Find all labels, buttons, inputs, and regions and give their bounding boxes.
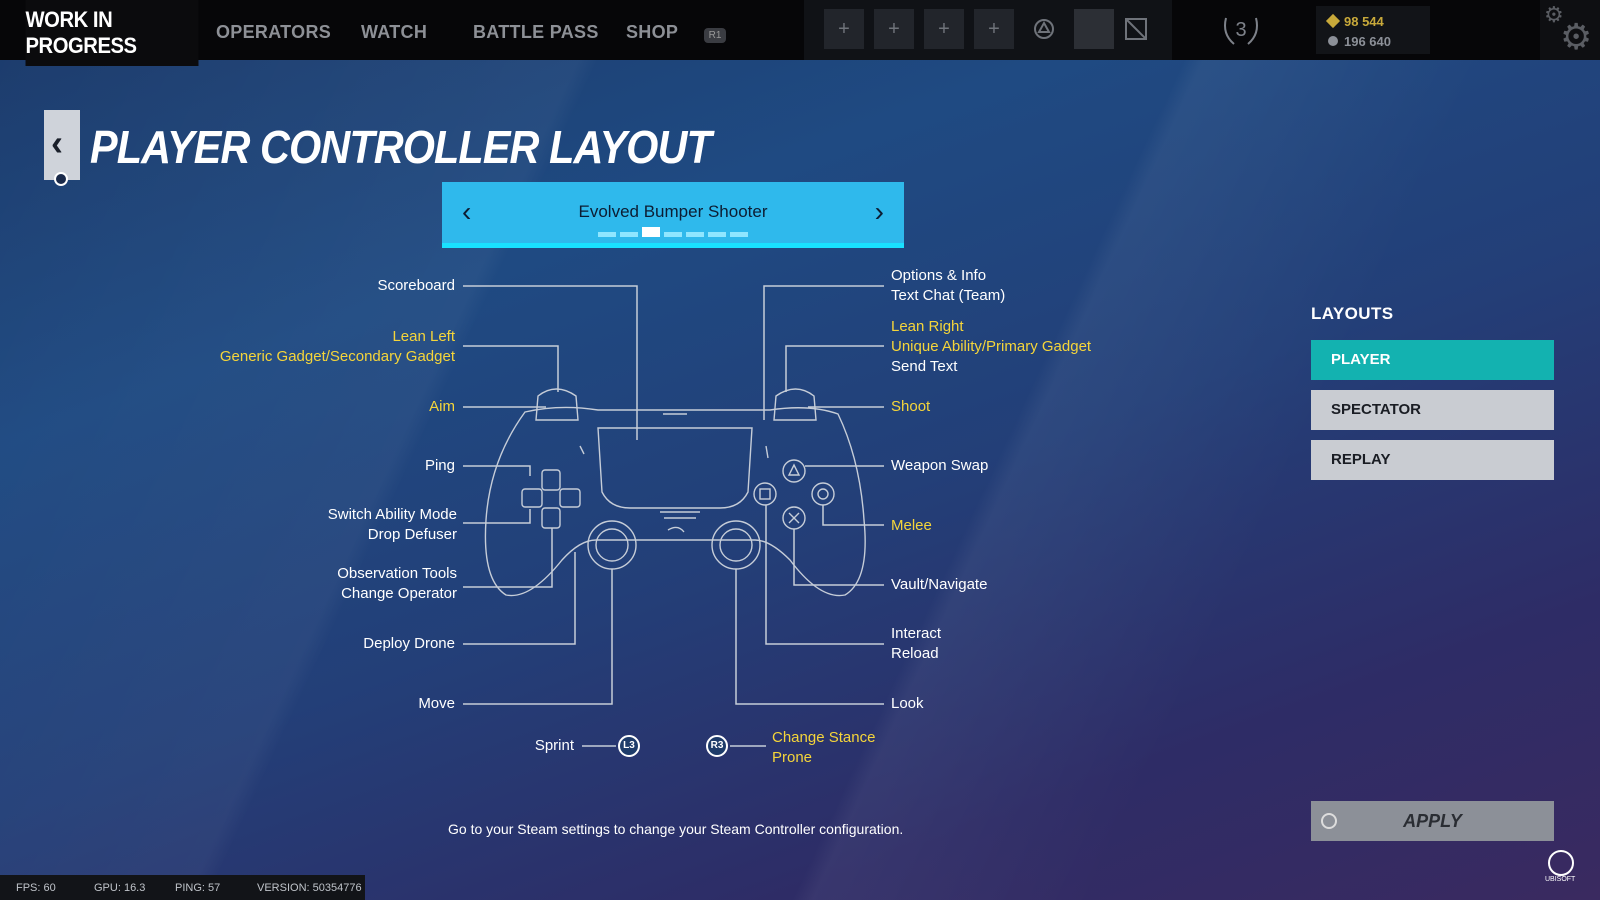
label-lean-left: Lean Left Generic Gadget/Secondary Gadge…	[219, 328, 455, 365]
add-squad-slot[interactable]: +	[824, 9, 864, 49]
label-options-info: Options & Info Text Chat (Team)	[891, 267, 1006, 304]
nav-shop[interactable]: SHOP	[626, 22, 679, 42]
preset-dot	[664, 232, 682, 237]
r3-button-icon: R3	[706, 735, 728, 757]
square-button-icon	[1321, 813, 1337, 829]
apply-button[interactable]: APPLY	[1311, 801, 1554, 841]
layout-replay-button[interactable]: REPLAY	[1311, 440, 1554, 480]
add-squad-slot[interactable]: +	[874, 9, 914, 49]
l3-button-icon: L3	[618, 735, 640, 757]
mute-icon[interactable]	[1116, 9, 1156, 49]
currency-panel: 98 544 196 640	[1316, 6, 1430, 54]
r1-button-icon: R1	[704, 28, 726, 43]
circle-button-icon	[54, 172, 68, 186]
label-change-stance: Change Stance Prone	[772, 729, 876, 766]
top-bar: WORK IN PROGRESS OPERATORS WATCH BATTLE …	[0, 0, 1600, 66]
page-title: PLAYER CONTROLLER LAYOUT	[90, 121, 712, 173]
rank-level: 3	[1235, 19, 1247, 41]
label-lean-right: Lean Right Unique Ability/Primary Gadget…	[891, 318, 1092, 375]
gpu-readout: GPU: 16.3	[94, 882, 146, 894]
steam-hint-text: Go to your Steam settings to change your…	[448, 821, 904, 837]
label-aim: Aim	[429, 398, 455, 415]
apply-label: APPLY	[1403, 811, 1462, 831]
label-scoreboard: Scoreboard	[377, 277, 455, 294]
renown-amount: 98 544	[1325, 13, 1384, 29]
label-deploy-drone: Deploy Drone	[363, 635, 455, 652]
gear-icon: ⚙	[1560, 16, 1593, 57]
rank-badge[interactable]: 3	[1218, 10, 1264, 50]
gamepad-outline-icon	[484, 388, 866, 597]
label-look: Look	[891, 695, 924, 712]
squad-slots: + + + +	[804, 0, 1172, 60]
triangle-button-icon	[1024, 9, 1064, 49]
preset-dot	[730, 232, 748, 237]
preset-selector[interactable]: ‹ Evolved Bumper Shooter ›	[442, 182, 904, 248]
credits-amount: 196 640	[1328, 34, 1391, 49]
layout-player-button[interactable]: PLAYER	[1311, 340, 1554, 380]
preset-dot	[620, 232, 638, 237]
ubisoft-logo-text: UBISOFT	[1545, 876, 1576, 883]
nav-operators[interactable]: OPERATORS	[216, 22, 332, 42]
preset-page-indicator	[442, 227, 904, 237]
layouts-heading: LAYOUTS	[1311, 304, 1394, 323]
chevron-right-icon[interactable]: ›	[874, 196, 884, 227]
nav-watch[interactable]: WATCH	[361, 22, 428, 42]
back-button[interactable]: ‹	[44, 110, 80, 186]
brand-logo: WORK IN PROGRESS	[25, 0, 199, 66]
preset-name: Evolved Bumper Shooter	[578, 202, 768, 221]
fps-readout: FPS: 60	[16, 882, 56, 894]
chevron-left-icon[interactable]: ‹	[462, 196, 472, 227]
label-move: Move	[418, 695, 455, 712]
preset-dot	[708, 232, 726, 237]
label-observation-tools: Observation Tools Change Operator	[337, 565, 457, 602]
debug-footer: FPS: 60 GPU: 16.3 PING: 57 VERSION: 5035…	[0, 875, 365, 900]
label-ping: Ping	[424, 457, 455, 474]
settings-button[interactable]: ⚙ ⚙	[1540, 0, 1600, 60]
preset-dot	[598, 232, 616, 237]
preset-dot	[686, 232, 704, 237]
party-slot[interactable]	[1074, 9, 1114, 49]
layout-spectator-button[interactable]: SPECTATOR	[1311, 390, 1554, 430]
label-vault-navigate: Vault/Navigate	[891, 576, 988, 593]
label-interact-reload: Interact Reload	[891, 625, 942, 662]
label-switch-ability: Switch Ability Mode Drop Defuser	[327, 506, 457, 543]
version-readout: VERSION: 50354776	[257, 882, 362, 894]
label-melee: Melee	[891, 517, 932, 534]
label-shoot: Shoot	[891, 398, 931, 415]
chevron-left-icon: ‹	[51, 122, 63, 163]
label-weapon-swap: Weapon Swap	[891, 457, 989, 474]
callout-lines	[463, 285, 884, 747]
add-squad-slot[interactable]: +	[974, 9, 1014, 49]
preset-dot	[642, 227, 660, 237]
label-sprint: Sprint	[534, 737, 574, 754]
ping-readout: PING: 57	[175, 882, 221, 894]
ubisoft-logo-icon	[1548, 850, 1574, 876]
add-squad-slot[interactable]: +	[924, 9, 964, 49]
gear-icon: ⚙	[1544, 2, 1564, 27]
nav-battle-pass[interactable]: BATTLE PASS	[473, 22, 599, 42]
credits-icon	[1328, 36, 1338, 46]
